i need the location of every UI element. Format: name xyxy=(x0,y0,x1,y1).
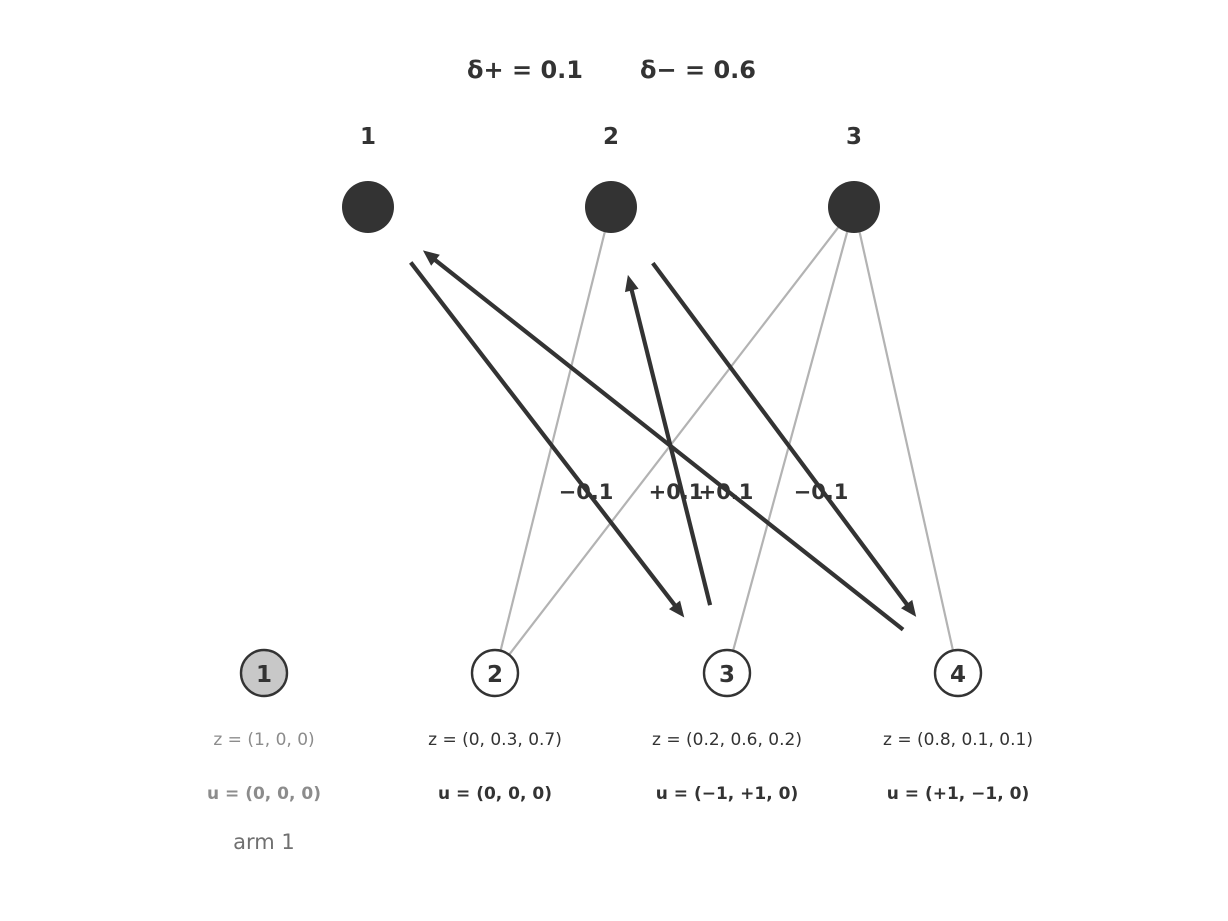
transfer-label-1-3: −0.1 xyxy=(559,480,614,504)
support-edge-3-4 xyxy=(858,232,955,651)
transfer-arrowhead-2-3 xyxy=(624,274,639,293)
bottom-node-z: z = (1, 0, 0) xyxy=(213,730,314,750)
bottom-node-u: u = (0, 0, 0) xyxy=(207,784,321,804)
bottom-node-1: 1 z = (1, 0, 0) u = (0, 0, 0) arm 1 xyxy=(207,648,321,854)
top-node-circle xyxy=(828,181,880,233)
transfer-edge-labels: −0.1 +0.1+0.1 −0.1 xyxy=(559,480,849,504)
bottom-node-2: 2 z = (0, 0.3, 0.7) u = (0, 0, 0) xyxy=(428,648,562,804)
bottom-nodes: 1 z = (1, 0, 0) u = (0, 0, 0) arm 1 2 z = (0,… xyxy=(207,648,1033,854)
top-node-label: 2 xyxy=(603,124,619,150)
transfer-arrowhead-2-4 xyxy=(901,599,917,617)
transfer-label-1-4: +0.1 xyxy=(699,480,754,504)
bottom-node-z: z = (0.8, 0.1, 0.1) xyxy=(883,730,1033,750)
top-node-1: 1 xyxy=(342,124,394,233)
transfer-edge-2-4 xyxy=(651,261,910,607)
transfer-label-2-4: −0.1 xyxy=(794,480,849,504)
transfer-edges xyxy=(409,250,917,632)
bottom-node-number: 1 xyxy=(256,662,272,688)
support-edges xyxy=(499,226,955,656)
support-edge-2-2 xyxy=(499,231,606,651)
transfer-edge-1-3 xyxy=(409,261,678,608)
delta-minus-label: δ− = 0.6 xyxy=(640,56,756,84)
bottom-node-number: 4 xyxy=(950,662,966,688)
support-edge-3-2 xyxy=(508,226,840,656)
top-node-label: 3 xyxy=(846,124,862,150)
delta-plus-label: δ+ = 0.1 xyxy=(467,56,583,84)
bottom-node-z: z = (0.2, 0.6, 0.2) xyxy=(652,730,802,750)
top-node-circle xyxy=(342,181,394,233)
transfer-arrowhead-1-3 xyxy=(668,600,685,618)
bottom-node-4: 4 z = (0.8, 0.1, 0.1) u = (+1, −1, 0) xyxy=(883,648,1033,804)
bottom-node-3: 3 z = (0.2, 0.6, 0.2) u = (−1, +1, 0) xyxy=(652,648,802,804)
bottom-node-circle xyxy=(239,648,289,698)
bottom-node-u: u = (−1, +1, 0) xyxy=(656,784,798,804)
bottom-node-circle xyxy=(933,648,983,698)
top-node-label: 1 xyxy=(360,124,376,150)
bottom-node-u: u = (+1, −1, 0) xyxy=(887,784,1029,804)
bottom-node-number: 2 xyxy=(487,662,503,688)
support-edge-3-3 xyxy=(731,231,849,652)
bottom-node-u: u = (0, 0, 0) xyxy=(438,784,552,804)
top-node-2: 2 xyxy=(585,124,637,233)
bottom-node-circle xyxy=(702,648,752,698)
top-node-3: 3 xyxy=(828,124,880,233)
transfer-label-2-3: +0.1 xyxy=(649,480,704,504)
bottom-node-circle xyxy=(470,648,520,698)
top-node-circle xyxy=(585,181,637,233)
arm-caption: arm 1 xyxy=(233,830,295,854)
top-nodes: 1 2 3 xyxy=(342,124,880,233)
bottom-node-z: z = (0, 0.3, 0.7) xyxy=(428,730,562,750)
transfer-edge-1-4 xyxy=(432,257,905,632)
bottom-node-number: 3 xyxy=(719,662,735,688)
transfer-arrowhead-1-4 xyxy=(422,250,440,266)
